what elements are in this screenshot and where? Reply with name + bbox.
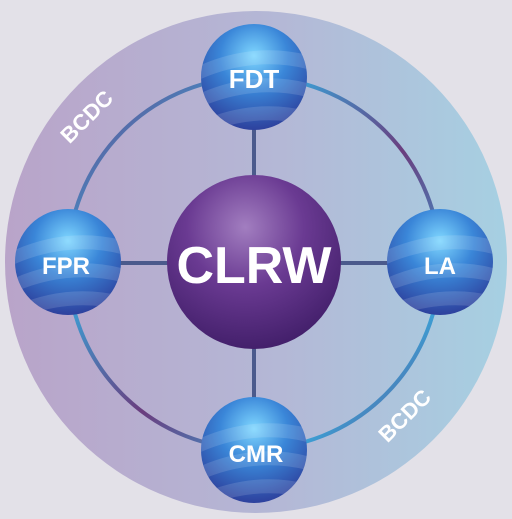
node-left-sphere — [15, 209, 121, 315]
node-right-label: LA — [424, 253, 456, 280]
node-right-stripes — [387, 235, 493, 315]
node-top: FDT — [201, 24, 307, 130]
center-sphere — [167, 175, 341, 349]
node-bottom-label: CMR — [229, 441, 284, 468]
node-top-sphere — [201, 24, 307, 130]
node-left-label: FPR — [42, 253, 90, 280]
node-bottom-stripes — [201, 423, 307, 503]
node-left-stripes — [15, 235, 121, 315]
node-left: FPR — [15, 209, 121, 315]
node-right-sphere — [387, 209, 493, 315]
node-bottom-sphere — [201, 397, 307, 503]
center-label: CLRW — [176, 237, 332, 295]
node-right: LA — [387, 209, 493, 315]
node-top-label: FDT — [229, 64, 280, 94]
node-bottom: CMR — [201, 397, 307, 503]
node-top-stripes — [201, 50, 307, 130]
spokes — [120, 128, 388, 398]
